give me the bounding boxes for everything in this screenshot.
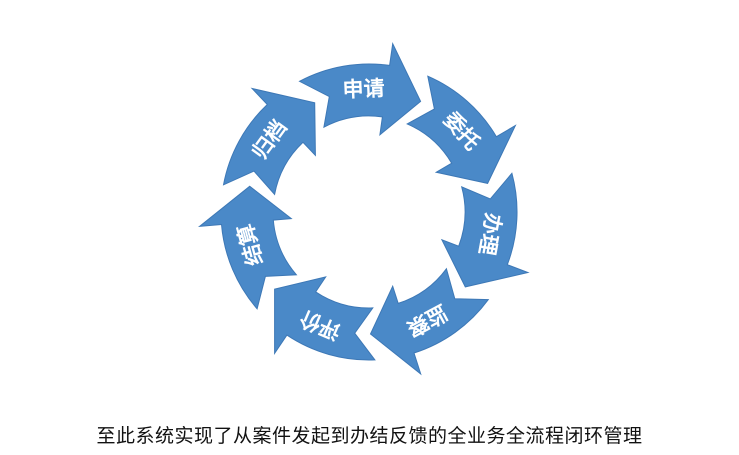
cycle-arrow-5 <box>274 276 376 361</box>
caption-text: 至此系统实现了从案件发起到办结反馈的全业务全流程闭环管理 <box>96 425 643 447</box>
cycle-arrow-7 <box>222 87 316 196</box>
cycle-arrow-2 <box>406 75 517 184</box>
cycle-arrow-4 <box>369 267 490 376</box>
cycle-arrow-3 <box>440 172 530 288</box>
cycle-arrow-6 <box>197 185 298 310</box>
cycle-stage-label-1: 申请 <box>342 76 385 102</box>
cycle-arrow-1 <box>298 42 422 136</box>
